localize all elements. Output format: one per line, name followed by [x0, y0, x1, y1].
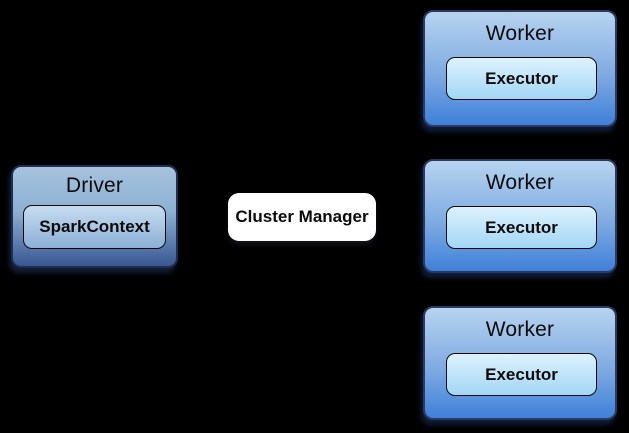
worker-title: Worker	[485, 22, 555, 45]
executor-label: Executor	[485, 68, 558, 88]
cluster-manager-label: Cluster Manager	[235, 207, 369, 226]
executor-label: Executor	[485, 217, 558, 237]
driver-title: Driver	[65, 174, 124, 197]
cluster-manager-node: Cluster Manager	[228, 193, 376, 241]
sparkcontext-label: SparkContext	[39, 217, 150, 236]
executor-node: Executor	[446, 206, 597, 249]
worker-title: Worker	[485, 171, 555, 194]
worker-title: Worker	[485, 318, 555, 341]
executor-label: Executor	[485, 364, 558, 384]
executor-node: Executor	[446, 353, 597, 396]
worker-node-3: Worker Executor	[423, 306, 617, 420]
worker-node-2: Worker Executor	[423, 159, 617, 273]
executor-node: Executor	[446, 57, 597, 100]
worker-node-1: Worker Executor	[423, 10, 617, 127]
driver-node: Driver SparkContext	[11, 165, 178, 268]
sparkcontext-node: SparkContext	[23, 205, 166, 249]
